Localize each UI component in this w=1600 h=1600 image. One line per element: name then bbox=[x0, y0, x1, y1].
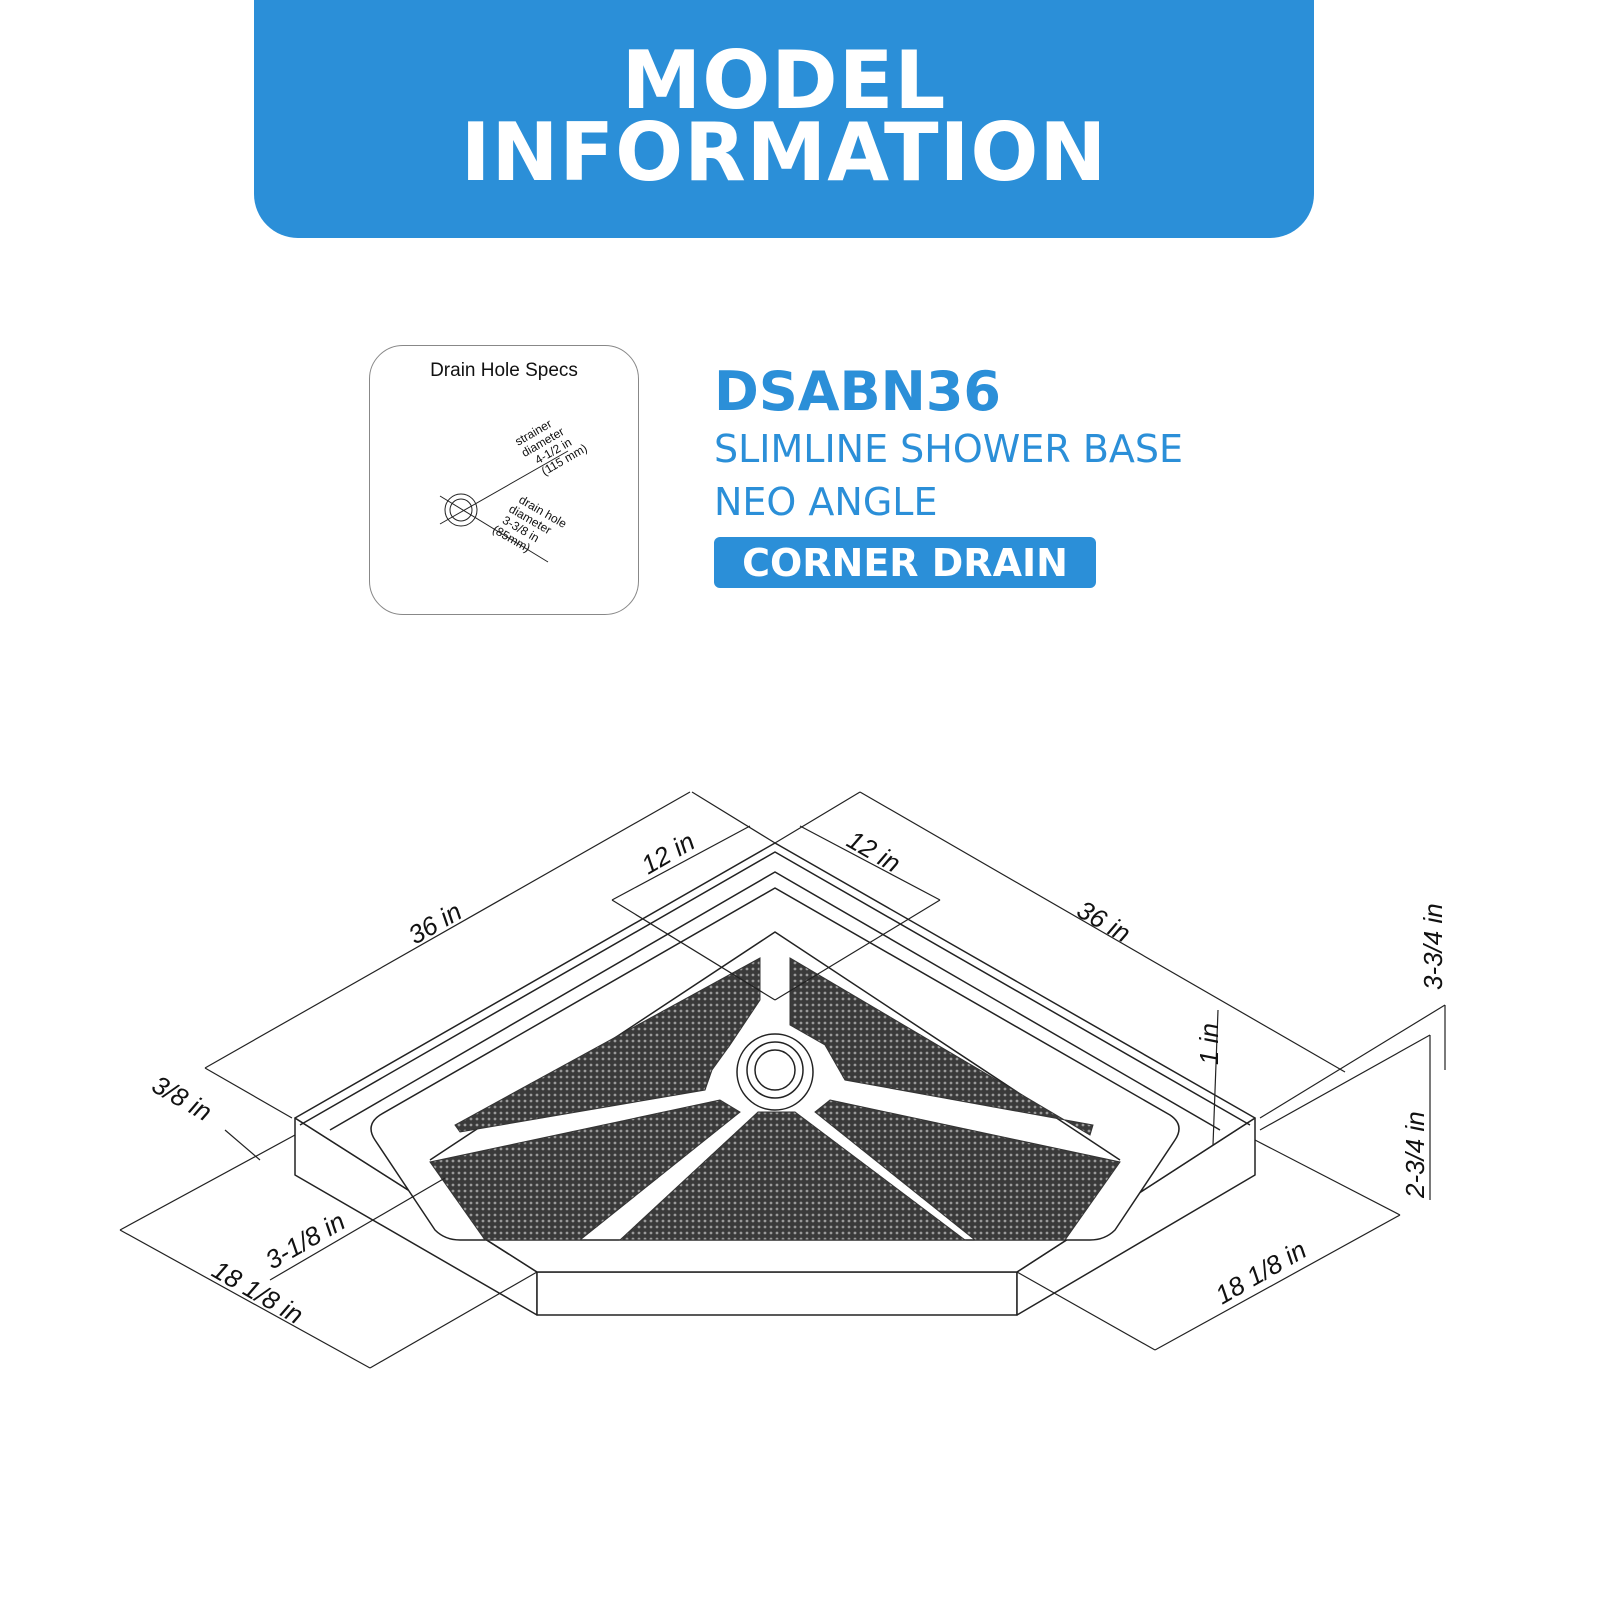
front-face bbox=[536, 1271, 1018, 1316]
dim-left-corner: 12 in bbox=[636, 826, 700, 880]
dim-lip: 1 in bbox=[1194, 1023, 1224, 1065]
dim-total-height: 3-3/4 in bbox=[1418, 903, 1448, 990]
drain-hole-specs-card: Drain Hole Specs strainer diameter 4-1/2… bbox=[369, 345, 639, 615]
dim-right-length: 36 in bbox=[1072, 894, 1136, 948]
texture-panel bbox=[814, 1099, 1121, 1241]
texture-panel bbox=[454, 957, 761, 1133]
drain-type-badge: CORNER DRAIN bbox=[714, 537, 1096, 588]
texture-panel bbox=[789, 957, 1094, 1136]
drain-hole-circle bbox=[449, 498, 473, 522]
dim-flange: 3/8 in bbox=[147, 1069, 217, 1127]
dim-right-corner: 12 in bbox=[842, 824, 906, 878]
model-number: DSABN36 bbox=[714, 360, 1002, 423]
product-style: NEO ANGLE bbox=[714, 480, 938, 524]
texture-panel bbox=[429, 1099, 741, 1241]
product-subtitle: SLIMLINE SHOWER BASE bbox=[714, 427, 1184, 471]
dim-left-side: 18 1/8 in bbox=[207, 1254, 308, 1330]
texture-panel bbox=[618, 1111, 967, 1241]
banner-title-line1: MODEL bbox=[621, 34, 947, 127]
dim-left-length: 36 in bbox=[403, 896, 467, 950]
drain-specs-title: Drain Hole Specs bbox=[430, 360, 578, 381]
drain-hole-diagram: strainer diameter 4-1/2 in (115 mm) drai… bbox=[439, 416, 590, 563]
dim-base-height: 2-3/4 in bbox=[1400, 1111, 1430, 1199]
strainer-circle bbox=[444, 493, 478, 527]
banner-title-line2: INFORMATION bbox=[460, 106, 1108, 199]
header-banner: MODEL INFORMATION bbox=[254, 0, 1314, 238]
